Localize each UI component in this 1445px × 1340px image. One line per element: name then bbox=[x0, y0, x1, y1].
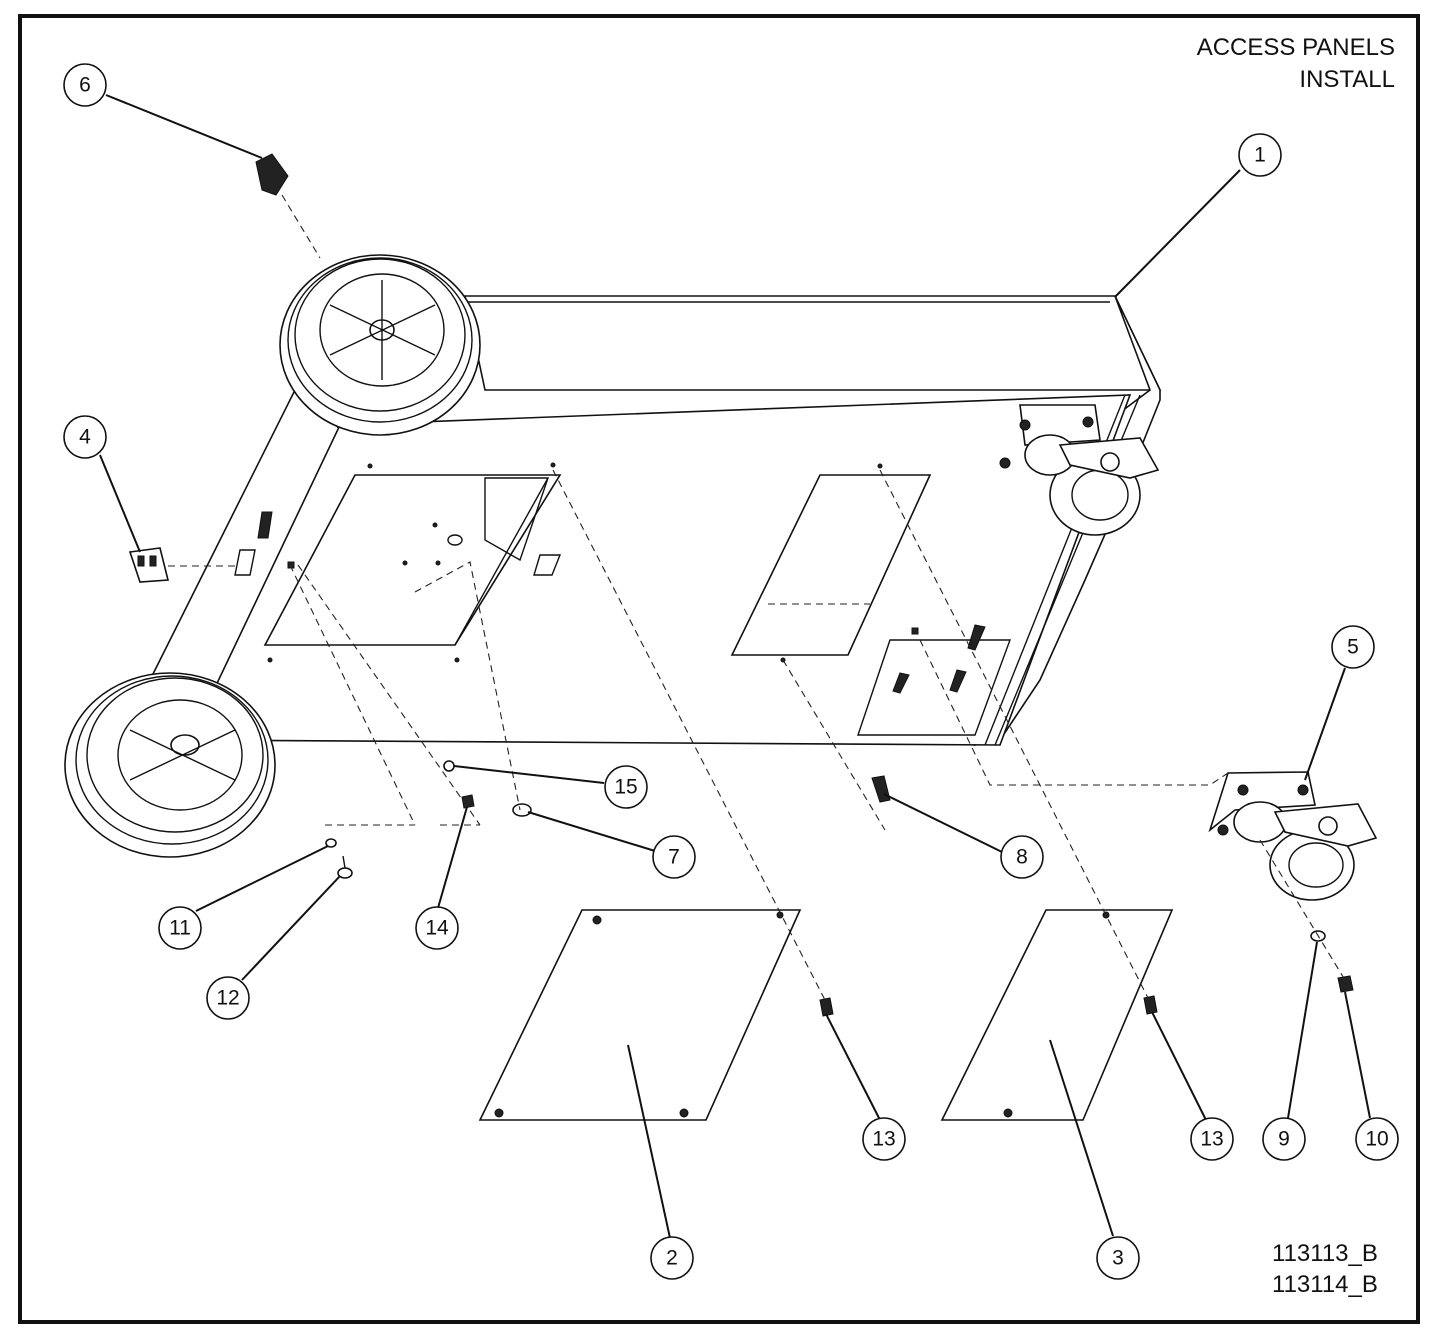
svg-text:13: 13 bbox=[872, 1128, 895, 1151]
balloon-4: 4 bbox=[63, 415, 107, 459]
svg-text:3: 3 bbox=[1112, 1247, 1124, 1270]
hardware bbox=[325, 760, 1354, 1017]
balloons: 1 2 3 4 5 6 7 8 9 10 11 12 13 13 14 15 bbox=[63, 63, 1399, 1280]
drawing-number-1: 113113_B bbox=[1272, 1240, 1378, 1267]
balloon-5: 5 bbox=[1331, 625, 1375, 669]
drawing-number-2: 113114_B bbox=[1272, 1271, 1378, 1298]
leader-lines bbox=[99, 94, 1371, 1239]
mounted-caster bbox=[999, 404, 1160, 536]
balloon-10: 10 bbox=[1355, 1117, 1399, 1161]
access-panel-3 bbox=[940, 909, 1174, 1121]
balloon-6: 6 bbox=[63, 63, 107, 107]
balloon-1: 1 bbox=[1238, 133, 1282, 177]
svg-text:13: 13 bbox=[1200, 1128, 1223, 1151]
svg-text:2: 2 bbox=[666, 1247, 678, 1270]
svg-text:12: 12 bbox=[216, 987, 239, 1010]
rear-wheel-top bbox=[279, 254, 481, 436]
svg-text:1: 1 bbox=[1254, 144, 1266, 167]
svg-text:14: 14 bbox=[425, 917, 449, 940]
balloon-2: 2 bbox=[650, 1236, 694, 1280]
balloon-8: 8 bbox=[1000, 835, 1044, 879]
balloon-15: 15 bbox=[604, 765, 648, 809]
balloon-9: 9 bbox=[1262, 1117, 1306, 1161]
drawing-title-line-2: INSTALL bbox=[1299, 66, 1395, 93]
balloon-13a: 13 bbox=[862, 1117, 906, 1161]
rear-wheel-bottom bbox=[64, 672, 276, 858]
drawing-frame bbox=[18, 14, 1420, 1324]
svg-text:6: 6 bbox=[79, 74, 91, 97]
balloon-14: 14 bbox=[415, 906, 459, 950]
svg-text:4: 4 bbox=[79, 426, 91, 449]
balloon-3: 3 bbox=[1096, 1236, 1140, 1280]
loose-caster bbox=[1208, 771, 1378, 901]
access-panel-2 bbox=[478, 909, 802, 1121]
svg-text:15: 15 bbox=[614, 776, 637, 799]
svg-text:11: 11 bbox=[169, 917, 191, 940]
svg-text:10: 10 bbox=[1365, 1128, 1388, 1151]
balloon-11: 11 bbox=[158, 906, 202, 950]
balloon-7: 7 bbox=[652, 835, 696, 879]
recess-bolts bbox=[892, 624, 986, 694]
rocker-switch bbox=[128, 547, 240, 583]
svg-text:7: 7 bbox=[668, 846, 680, 869]
balloon-13b: 13 bbox=[1190, 1117, 1234, 1161]
drawing-title-line-1: ACCESS PANELS bbox=[1196, 34, 1395, 61]
balloon-12: 12 bbox=[206, 976, 250, 1020]
svg-text:9: 9 bbox=[1278, 1128, 1290, 1151]
svg-text:8: 8 bbox=[1016, 846, 1028, 869]
assembly-centerlines bbox=[289, 469, 1346, 1001]
svg-text:5: 5 bbox=[1347, 636, 1359, 659]
cable-gland bbox=[255, 153, 321, 259]
